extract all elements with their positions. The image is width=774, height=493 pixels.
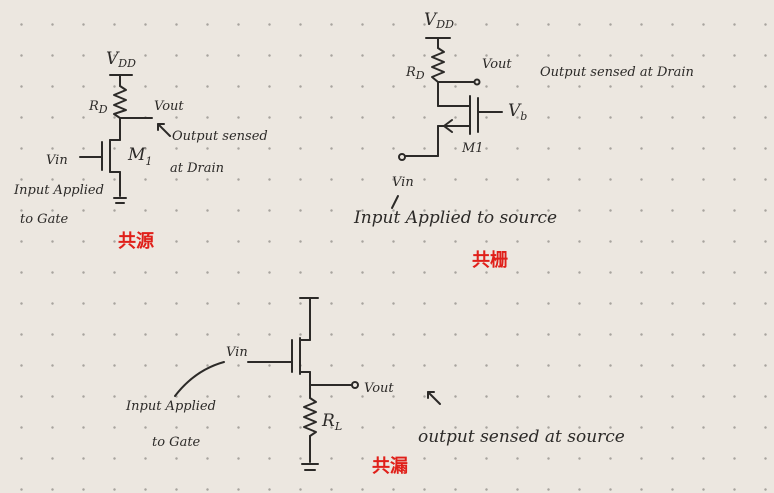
cg-source-arrow [443,119,453,133]
cd-output-arrowhead [427,391,435,399]
cg-output-text: Output sensed at Drain [540,65,694,80]
cs-output-text-1: Output sensed [172,129,268,144]
cs-input-text-1: Input Applied [13,183,104,198]
cd-vout-terminal [351,381,359,389]
cs-vin-label: Vin [46,153,68,168]
cd-vout-label: Vout [364,381,394,396]
cg-rd-resistor [431,47,445,83]
cd-rl-label: R [321,411,335,431]
cg-vin-label: Vin [392,175,414,190]
cs-m-sub: 1 [145,155,152,168]
common-source-circuit: VDD RD Vout Vin M1 Output sensed at Drai… [13,49,268,252]
cs-output-text-2: at Drain [170,161,224,176]
svg-text:M1: M1 [127,145,152,168]
cs-vdd-label: V [106,49,120,69]
cg-vb-label: V [508,101,522,121]
cg-m-label: M1 [461,141,484,156]
cd-output-text: output sensed at source [418,427,625,447]
cs-rd-sub: D [98,103,108,116]
cg-vdd-label: V [424,10,438,30]
cs-input-text-2: to Gate [20,212,69,227]
cd-rl-sub: L [334,420,342,433]
svg-text:Vb: Vb [508,101,527,123]
cg-title-cn: 共栅 [472,249,508,271]
cg-vout-label: Vout [482,57,512,72]
cd-vin-pointer [174,361,225,397]
cs-m-label: M [127,145,146,165]
cg-vb-sub: b [520,110,527,123]
cs-rd-resistor [113,85,127,119]
svg-text:VDD: VDD [106,49,136,70]
common-gate-circuit: VDD RD Vout Output sensed at Drain Vb M1… [353,10,694,271]
cs-rd-label: R [88,99,99,114]
cd-input-text-1: Input Applied [125,399,216,414]
svg-text:RD: RD [88,99,108,116]
common-drain-circuit: Vin Vout RL Input Applied to Gate output… [125,297,625,477]
cg-input-text: Input Applied to source [353,208,557,228]
svg-text:RD: RD [405,65,425,82]
svg-text:RL: RL [321,411,342,433]
cg-vout-terminal [473,78,481,86]
cd-output-arrow [427,391,441,405]
cd-rl-resistor [303,397,317,437]
cg-vin-pointer [391,195,399,209]
cs-output-arrow [157,123,171,137]
cd-input-text-2: to Gate [152,435,201,450]
cg-vdd-sub: DD [435,18,454,31]
cs-vout-label: Vout [154,99,184,114]
cs-title-cn: 共源 [118,230,154,252]
cg-rd-label: R [405,65,416,80]
cg-rd-sub: D [415,69,425,82]
cg-vin-terminal [398,153,406,161]
cd-vin-label: Vin [226,345,248,360]
cd-title-cn: 共漏 [372,456,408,477]
cs-output-arrowhead [157,123,165,131]
cs-vdd-sub: DD [117,57,136,70]
svg-text:VDD: VDD [424,10,454,31]
